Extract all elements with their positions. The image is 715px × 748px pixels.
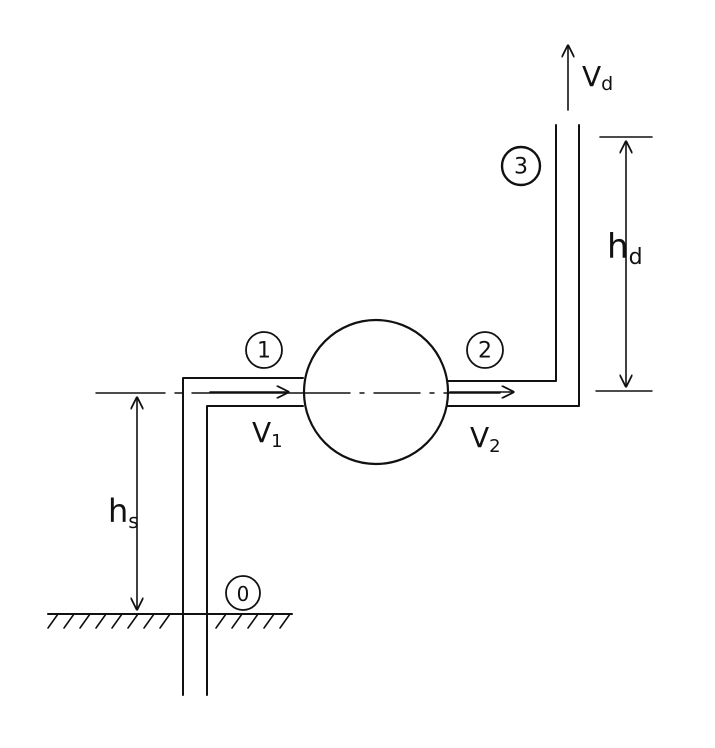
- label-vd: Vd: [582, 60, 613, 95]
- label-v2: V2: [470, 421, 501, 457]
- station-2-label: 2: [478, 339, 492, 364]
- station-marker-3: 3: [500, 145, 542, 187]
- centerline: [95, 390, 653, 394]
- discharge-pipe: [446, 124, 580, 407]
- station-3-label: 3: [514, 155, 528, 180]
- label-v1: V1: [252, 416, 283, 452]
- label-hs: hs: [108, 492, 139, 533]
- ground-hatching: [47, 613, 291, 629]
- ground: [47, 613, 293, 629]
- station-marker-1: 1: [245, 331, 283, 369]
- label-hd: hd: [607, 227, 643, 270]
- pump: [302, 318, 450, 466]
- station-1-label: 1: [257, 339, 271, 364]
- station-0-label: 0: [237, 582, 250, 606]
- station-marker-2: 2: [466, 331, 504, 369]
- suction-pipe: [182, 377, 304, 696]
- station-marker-0: 0: [225, 575, 261, 611]
